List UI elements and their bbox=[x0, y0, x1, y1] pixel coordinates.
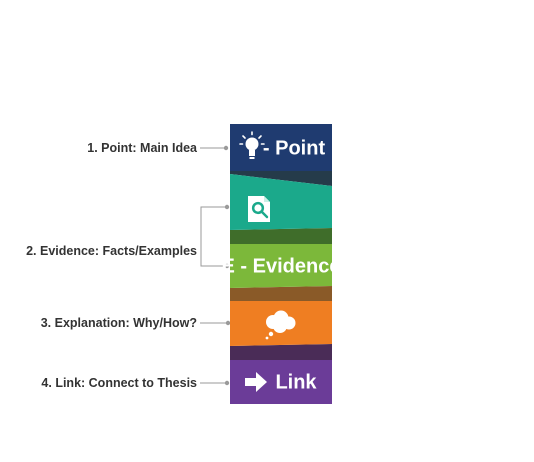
block-point bbox=[230, 124, 332, 171]
connectors bbox=[200, 147, 227, 384]
arrow-right-icon bbox=[245, 372, 267, 392]
connector-dot bbox=[225, 320, 231, 326]
connector-dot bbox=[224, 263, 230, 269]
fold-shade bbox=[230, 344, 332, 360]
fold-shade bbox=[230, 286, 332, 301]
connector-dot bbox=[224, 380, 230, 386]
fold-shade bbox=[230, 228, 332, 244]
lightbulb-icon bbox=[239, 131, 265, 159]
connector-evidence-bracket bbox=[200, 206, 226, 267]
block-evidence-text: E - Evidence bbox=[221, 255, 341, 278]
connector-dots bbox=[223, 145, 231, 386]
block-point-text: - Point bbox=[262, 137, 326, 160]
block-evidence bbox=[230, 244, 332, 288]
label-point: 1. Point: Main Idea bbox=[87, 141, 197, 155]
thought-cloud-icon bbox=[265, 310, 296, 340]
label-link: 4. Link: Connect to Thesis bbox=[41, 376, 197, 390]
label-explanation: 3. Explanation: Why/How? bbox=[40, 316, 197, 330]
connector-dot bbox=[223, 145, 229, 151]
block-link bbox=[230, 360, 332, 404]
block-link-text: Link bbox=[275, 371, 317, 394]
document-search-icon bbox=[248, 196, 270, 222]
fold-shade bbox=[230, 171, 332, 186]
label-evidence: 2. Evidence: Facts/Examples bbox=[26, 244, 197, 258]
connector-dot bbox=[224, 204, 230, 210]
